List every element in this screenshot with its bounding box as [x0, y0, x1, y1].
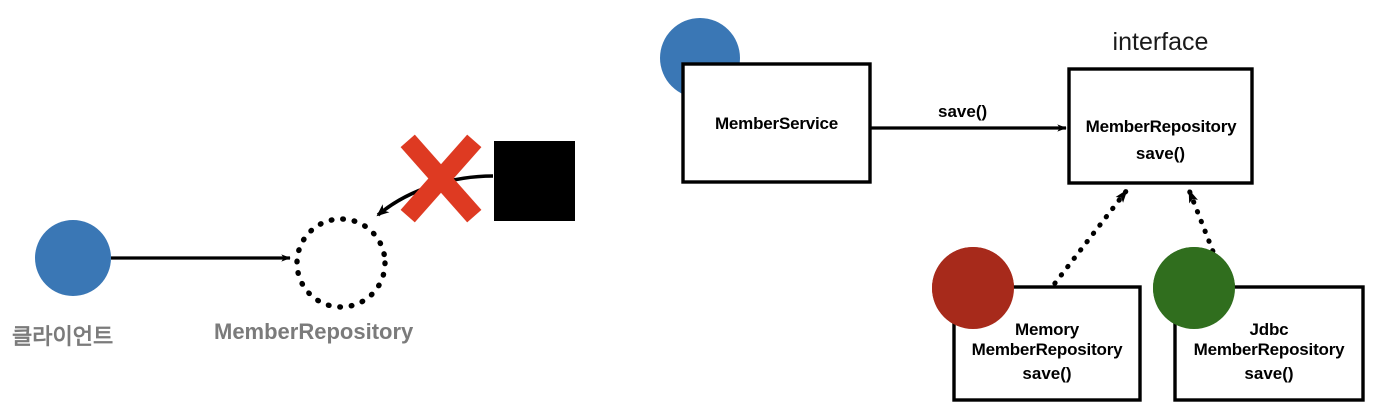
- jdbc-repository-name-line1: Jdbc: [1249, 320, 1289, 339]
- member-repository-interface-name: MemberRepository: [1085, 117, 1237, 136]
- jdbc-repository-badge-circle-front: [1153, 247, 1235, 329]
- memory-repository-method: save(): [1022, 364, 1072, 383]
- memory-repository-badge-circle-front: [932, 247, 1014, 329]
- memory-repository-name-line1: Memory: [1015, 320, 1079, 339]
- member-repository-abstract-label: MemberRepository: [214, 319, 414, 344]
- jdbc-repository-method: save(): [1244, 364, 1294, 383]
- jdbc-repository-name-line2: MemberRepository: [1193, 340, 1345, 359]
- member-service-class-name: MemberService: [714, 114, 839, 133]
- client-label: 클라이언트: [12, 324, 114, 349]
- member-repository-interface-box: [1067, 67, 1254, 185]
- black-implementation-box: [494, 141, 575, 221]
- realization-arrow-memory: [1039, 187, 1130, 303]
- client-circle: [35, 220, 111, 296]
- interface-caption: interface: [1112, 28, 1209, 56]
- memory-repository-name-line2: MemberRepository: [971, 340, 1123, 359]
- save-call-edge-label: save(): [938, 102, 988, 121]
- member-service-box: [681, 62, 872, 184]
- member-repository-dotted-circle: [294, 216, 388, 310]
- red-x-mark-stroke-2: [400, 134, 482, 223]
- member-repository-interface-method: save(): [1135, 144, 1186, 163]
